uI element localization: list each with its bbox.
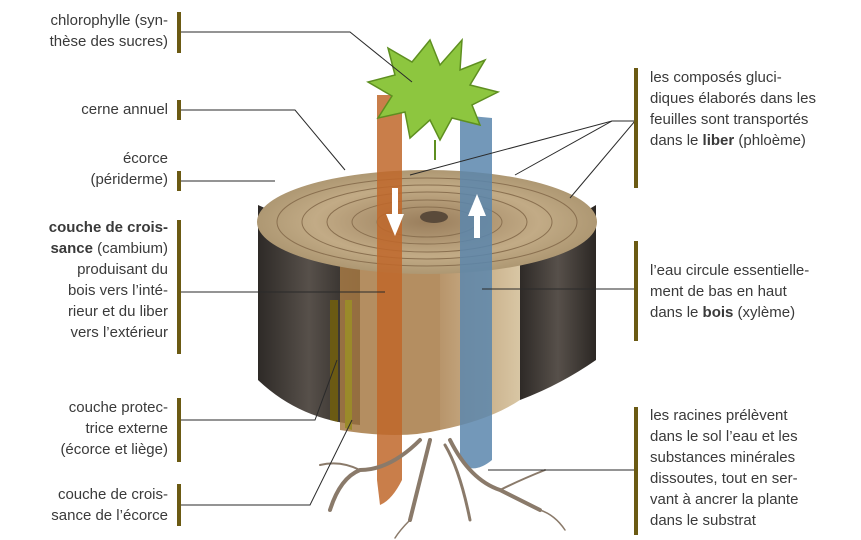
roots (320, 440, 565, 538)
label-couche-protectrice: couche protec- trice externe (écorce et … (0, 397, 168, 460)
leader-cerne (180, 110, 345, 170)
bar-couche-croissance (177, 220, 181, 354)
bar-couche-protectrice (177, 398, 181, 462)
leader-couche-ecorce (180, 420, 352, 505)
bar-cerne (177, 100, 181, 120)
label-couche-ecorce: couche de crois- sance de l’écorce (0, 484, 168, 526)
xylem-band (460, 115, 492, 468)
leader-chlorophylle (180, 32, 412, 82)
label-eau: l’eau circule essentielle- ment de bas e… (650, 260, 860, 323)
label-cerne: cerne annuel (0, 99, 168, 120)
label-chlorophylle: chlorophylle (syn- thèse des sucres) (0, 10, 168, 52)
liber-band (377, 95, 402, 505)
bar-eau (634, 241, 638, 341)
label-composes: les composés gluci- diques élaborés dans… (650, 67, 860, 151)
bar-chlorophylle (177, 12, 181, 53)
label-couche-croissance: couche de crois- sance (cambium) produis… (0, 217, 168, 343)
leader-composes-b (515, 121, 612, 175)
bar-ecorce (177, 171, 181, 191)
leader-composes-c (570, 121, 635, 198)
pith (420, 211, 448, 223)
bar-composes (634, 68, 638, 188)
bark-outer-band (345, 300, 352, 430)
bar-racines (634, 407, 638, 535)
label-ecorce: écorce (périderme) (0, 148, 168, 190)
bar-couche-ecorce (177, 484, 181, 526)
label-racines: les racines prélèvent dans le sol l’eau … (650, 405, 860, 531)
